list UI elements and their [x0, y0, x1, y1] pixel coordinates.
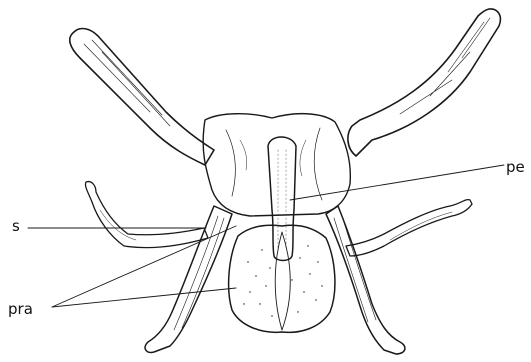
right-lower-leg [326, 206, 405, 354]
label-pe: pe [506, 160, 525, 175]
penis [268, 137, 296, 261]
left-appendage [85, 182, 208, 248]
label-pra: pra [8, 302, 33, 317]
label-s: s [12, 219, 20, 234]
leader-pra-lower [52, 288, 236, 307]
right-appendage [346, 200, 472, 256]
sac [229, 225, 335, 332]
leader-pra-upper [52, 226, 236, 307]
leader-pe [290, 165, 504, 200]
left-upper-arm [70, 29, 214, 165]
central-body [203, 114, 350, 216]
